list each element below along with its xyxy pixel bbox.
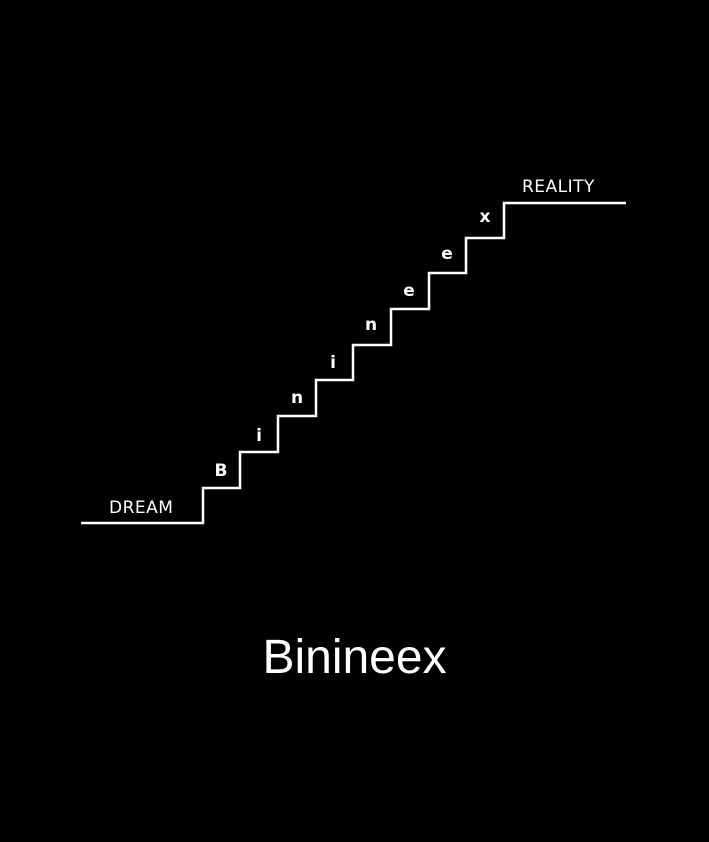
step-letter: e <box>403 281 415 301</box>
reality-label: REALITY <box>522 177 595 197</box>
step-letter: n <box>364 315 378 335</box>
step-letter: n <box>290 388 304 408</box>
dream-label: DREAM <box>109 498 174 518</box>
brand-name: Binineex <box>262 631 447 684</box>
step-letter: i <box>256 426 262 446</box>
step-letter: i <box>330 353 336 373</box>
step-letter: x <box>479 207 491 227</box>
step-letter: B <box>214 461 228 481</box>
step-letter: e <box>441 244 453 264</box>
